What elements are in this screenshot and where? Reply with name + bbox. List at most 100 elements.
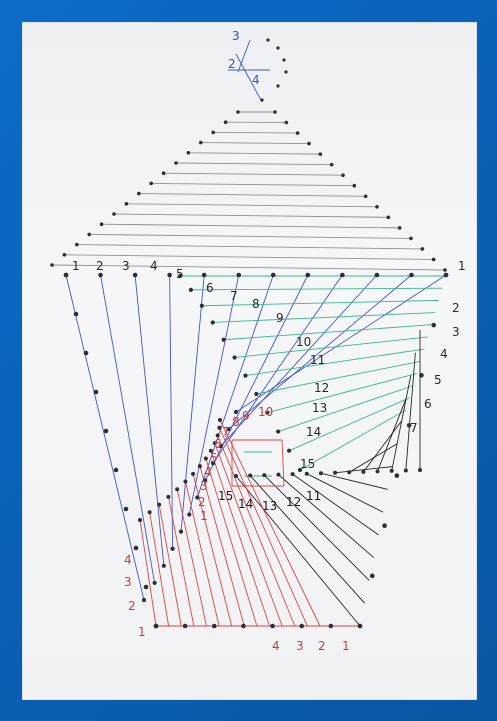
pin-hole: [137, 192, 141, 196]
grey-thread: [176, 163, 332, 165]
bottom-left-number: 3: [124, 575, 132, 589]
pin-hole: [285, 121, 289, 125]
pin-hole: [187, 512, 191, 516]
edge-number: 13: [312, 401, 327, 415]
pin-hole: [376, 469, 380, 473]
pin-hole: [409, 237, 413, 241]
inner-red-number: 6: [214, 437, 222, 451]
pin-hole: [222, 338, 226, 342]
edge-number: 1: [72, 259, 80, 273]
pin-hole: [260, 98, 263, 101]
pin-hole: [341, 173, 345, 177]
pin-hole: [319, 471, 323, 475]
right-edge-number: 7: [410, 421, 418, 435]
pin-hole: [183, 624, 188, 629]
pin-hole: [419, 373, 424, 378]
bottom-left-number: 4: [124, 553, 132, 567]
black-thread: [378, 398, 407, 471]
pin-hole: [170, 547, 174, 551]
pin-hole: [236, 110, 240, 114]
right-edge-number: 6: [424, 397, 432, 411]
edge-number: 2: [96, 259, 104, 273]
thread-lines: [52, 40, 446, 626]
pin-hole: [202, 273, 207, 278]
teal-thread: [213, 313, 435, 323]
pin-hole: [287, 449, 291, 453]
pin-hole: [330, 163, 334, 167]
grey-thread: [64, 255, 433, 260]
pin-hole: [50, 263, 54, 267]
pin-hole: [361, 470, 365, 474]
pin-hole: [63, 253, 67, 257]
pin-hole: [276, 84, 279, 87]
edge-number: 6: [206, 281, 214, 295]
pin-hole: [306, 273, 311, 278]
pin-hole: [296, 131, 300, 135]
edge-number: 7: [230, 289, 238, 303]
pin-hole: [144, 585, 149, 590]
pin-hole: [200, 304, 204, 308]
pin-hole: [329, 624, 334, 629]
pin-hole: [270, 624, 275, 629]
pin-hole: [333, 471, 337, 475]
grey-thread: [164, 173, 343, 175]
right-edge-number: 3: [452, 325, 460, 339]
pin-holes: [50, 38, 448, 628]
pin-hole: [204, 456, 208, 460]
pin-hole: [148, 510, 152, 514]
teal-thread: [267, 373, 417, 412]
pin-hole: [94, 390, 99, 395]
blue-thread: [101, 275, 155, 583]
black-inner-number: 14: [238, 497, 253, 511]
grey-thread: [213, 132, 297, 133]
pin-hole: [217, 426, 221, 430]
pin-hole: [64, 273, 69, 278]
blue-thread: [135, 275, 164, 566]
edge-number: 15: [300, 457, 315, 471]
blue-thread: [238, 40, 250, 72]
grey-thread: [77, 245, 423, 249]
pin-hole: [418, 468, 422, 472]
pin-hole: [199, 141, 203, 145]
pin-hole: [224, 120, 228, 124]
top-knot-label: 2: [228, 57, 236, 71]
grey-thread: [188, 153, 320, 154]
pin-hole: [358, 624, 363, 629]
pin-hole: [319, 152, 323, 156]
pin-hole: [232, 355, 236, 359]
pin-hole: [189, 288, 193, 292]
grey-thread: [139, 194, 366, 197]
edge-number: 4: [150, 259, 158, 273]
pin-hole: [353, 184, 357, 188]
inner-red-number: 7: [222, 425, 230, 439]
pin-hole: [398, 226, 402, 230]
pin-hole: [375, 205, 379, 209]
pin-hole: [234, 410, 238, 414]
grey-thread: [52, 265, 445, 270]
black-thread: [293, 474, 379, 535]
pin-hole: [74, 312, 79, 317]
pin-hole: [183, 480, 187, 484]
teal-thread: [224, 325, 432, 340]
edge-number: 10: [296, 335, 311, 349]
grey-thread: [126, 204, 377, 207]
pin-hole: [153, 581, 157, 585]
pin-hole: [211, 320, 215, 324]
right-edge-number: 4: [440, 347, 448, 361]
pin-hole: [211, 131, 215, 135]
top-knot-label: 3: [232, 29, 240, 43]
pin-hole: [212, 624, 217, 629]
pin-hole: [431, 323, 436, 328]
inner-red-number: 3: [200, 479, 208, 493]
pin-hole: [271, 273, 276, 278]
pin-hole: [174, 161, 178, 165]
pin-hole: [134, 546, 139, 551]
black-thread: [406, 353, 416, 471]
grey-thread: [89, 234, 411, 238]
black-thread: [321, 473, 388, 489]
bottom-right-number: 2: [318, 639, 326, 653]
pin-hole: [162, 171, 166, 175]
black-thread: [349, 444, 397, 472]
pin-hole: [84, 351, 89, 356]
